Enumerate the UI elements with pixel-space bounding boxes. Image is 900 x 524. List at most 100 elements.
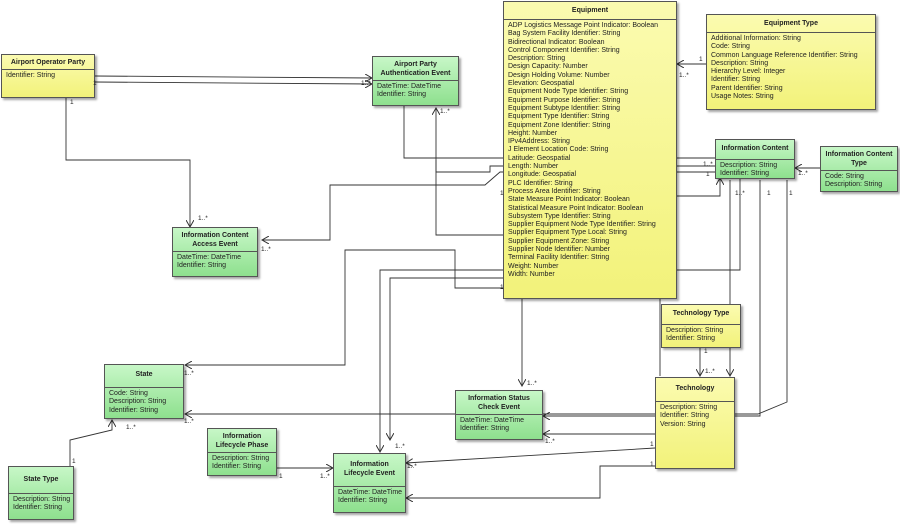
attribute: Equipment Subtype Identifier: String — [508, 104, 621, 112]
attribute: J Element Location Code: String — [508, 146, 609, 154]
attribute: Length: Number — [508, 163, 559, 171]
attribute: Equipment Purpose Identifier: String — [508, 96, 621, 104]
class-airport-operator-party[interactable]: Airport Operator Party Identifier: Strin… — [1, 54, 95, 98]
multiplicity-label: 1..* — [735, 190, 745, 197]
attribute: Parent Identifier: String — [711, 84, 783, 92]
class-name: Airport Party Authentication Event — [380, 61, 451, 77]
attribute: Process Area Identifier: String — [508, 187, 601, 195]
class-name: Information Status Check Event — [468, 395, 530, 411]
attribute-list: Description: String Identifier: String — [662, 324, 740, 346]
attribute-list: Description: String Identifier: String V… — [656, 401, 734, 431]
attribute-list: Description: String Identifier: String — [208, 452, 276, 474]
class-state[interactable]: State Code: String Description: String I… — [104, 364, 184, 419]
multiplicity-label: 1..* — [705, 368, 715, 375]
multiplicity-label: 1 — [704, 348, 708, 355]
attribute-list: DateTime: DateTime Identifier: String — [173, 251, 257, 273]
attribute-list: Code: String Description: String Identif… — [105, 387, 183, 417]
multiplicity-label: 1 — [767, 190, 771, 197]
class-information-content-type[interactable]: Information Content Type Code: String De… — [820, 146, 898, 192]
multiplicity-label: 1 — [70, 99, 74, 106]
attribute: Equipment Zone Identifier: String — [508, 121, 611, 129]
attribute: Supplier Equipment Zone: String — [508, 237, 610, 245]
attribute: Description: String — [13, 496, 71, 503]
class-technology-type[interactable]: Technology Type Description: String Iden… — [661, 304, 741, 348]
class-information-content-access-event[interactable]: Information Content Access Event DateTim… — [172, 227, 258, 277]
attribute: Latitude: Geospatial — [508, 154, 571, 162]
attribute: Description: String — [508, 55, 566, 63]
multiplicity-label: 1..* — [798, 170, 808, 177]
assoc-statetype-state — [69, 420, 112, 466]
multiplicity-label: 1..* — [184, 370, 194, 377]
multiplicity-label: 1 — [650, 441, 654, 448]
multiplicity-label: 1 — [93, 80, 97, 87]
class-equipment-type[interactable]: Equipment Type Additional Information: S… — [706, 14, 876, 110]
class-information-lifecycle-event[interactable]: Information Lifecycle Event DateTime: Da… — [333, 453, 406, 513]
attribute: Identifier: String — [377, 91, 427, 99]
attribute: Description: String — [711, 59, 769, 67]
multiplicity-label: 1 — [650, 461, 654, 468]
attribute: Identifier: String — [460, 425, 510, 433]
attribute: State Measure Point Indicator: Boolean — [508, 196, 630, 204]
attribute-list: ADP Logistics Message Point Indicator: B… — [504, 19, 676, 281]
attribute: Identifier: String — [720, 170, 770, 178]
multiplicity-label: 1..* — [261, 246, 271, 253]
attribute-list: Code: String Description: String — [821, 170, 897, 191]
attribute-list: DateTime: DateTime Identifier: String — [334, 486, 405, 508]
attribute: Equipment Node Type Identifier: String — [508, 88, 629, 96]
multiplicity-label: 1..* — [320, 473, 330, 480]
multiplicity-label: 1 — [72, 458, 76, 465]
attribute: Additional Information: String — [711, 35, 801, 42]
multiplicity-label: 1..* — [545, 438, 555, 445]
attribute: Description: String — [212, 455, 270, 462]
multiplicity-label: 1 — [706, 171, 710, 178]
multiplicity-label: 1 — [500, 284, 504, 291]
assoc-technology-lifecycle-2 — [406, 465, 655, 498]
assoc-operator-auth-2 — [94, 82, 372, 84]
multiplicity-label: 1 — [279, 473, 283, 480]
attribute: Equipment Type Identifier: String — [508, 113, 610, 121]
assoc-infocontent-statuscheck — [543, 180, 761, 416]
class-information-lifecycle-phase[interactable]: Information Lifecycle Phase Description:… — [207, 428, 277, 476]
multiplicity-label: 1 — [699, 56, 703, 63]
class-name: Equipment Type — [764, 20, 818, 27]
attribute: Identifier: String — [660, 412, 710, 420]
class-airport-party-authentication-event[interactable]: Airport Party Authentication Event DateT… — [372, 56, 459, 106]
class-name: Technology — [675, 385, 715, 392]
attribute-list: Description: String Identifier: String — [9, 493, 73, 515]
class-name: Airport Operator Party — [10, 59, 86, 66]
class-name: Information Lifecycle Phase — [215, 433, 269, 449]
attribute: Supplier Equipment Type Local: String — [508, 229, 627, 237]
multiplicity-label: 1..* — [395, 443, 405, 450]
class-information-content[interactable]: Information Content Description: String … — [715, 139, 795, 179]
attribute-list: Identifier: String — [2, 69, 94, 82]
attribute: Height: Number — [508, 129, 558, 137]
attribute: Terminal Facility Identifier: String — [508, 254, 610, 262]
multiplicity-label: 1..* — [198, 215, 208, 222]
attribute: Elevation: Geospatial — [508, 80, 575, 88]
class-equipment[interactable]: Equipment ADP Logistics Message Point In… — [503, 1, 677, 299]
multiplicity-label: 1 — [500, 190, 504, 197]
multiplicity-label: 1..* — [679, 72, 689, 79]
attribute: Subsystem Type Identifier: String — [508, 212, 611, 220]
attribute: Design Holding Volume: Number — [508, 71, 610, 79]
assoc-operator-auth-1 — [94, 76, 372, 78]
attribute: PLC Identifier: String — [508, 179, 573, 187]
multiplicity-label: 1..* — [440, 108, 450, 115]
attribute: Weight: Number — [508, 262, 559, 270]
assoc-technology-lifecycle-1 — [406, 447, 656, 463]
attribute: Code: String — [109, 390, 148, 397]
multiplicity-label: 1..* — [184, 418, 194, 425]
class-name: Equipment — [571, 7, 609, 14]
class-name: Information Lifecycle Event — [344, 461, 395, 477]
class-information-status-check-event[interactable]: Information Status Check Event DateTime:… — [455, 390, 543, 440]
attribute: Description: String — [109, 398, 167, 406]
attribute-list: Description: String Identifier: String — [716, 159, 794, 178]
attribute: Common Language Reference Identifier: St… — [711, 51, 858, 59]
attribute: Description: String — [720, 162, 778, 169]
attribute: Code: String — [825, 173, 864, 180]
class-name: Technology Type — [672, 310, 730, 317]
attribute: Hierarchy Level: Integer — [711, 68, 786, 76]
class-state-type[interactable]: State Type Description: String Identifie… — [8, 466, 74, 520]
multiplicity-label: 1..* — [361, 80, 371, 87]
class-technology[interactable]: Technology Description: String Identifie… — [655, 377, 735, 469]
